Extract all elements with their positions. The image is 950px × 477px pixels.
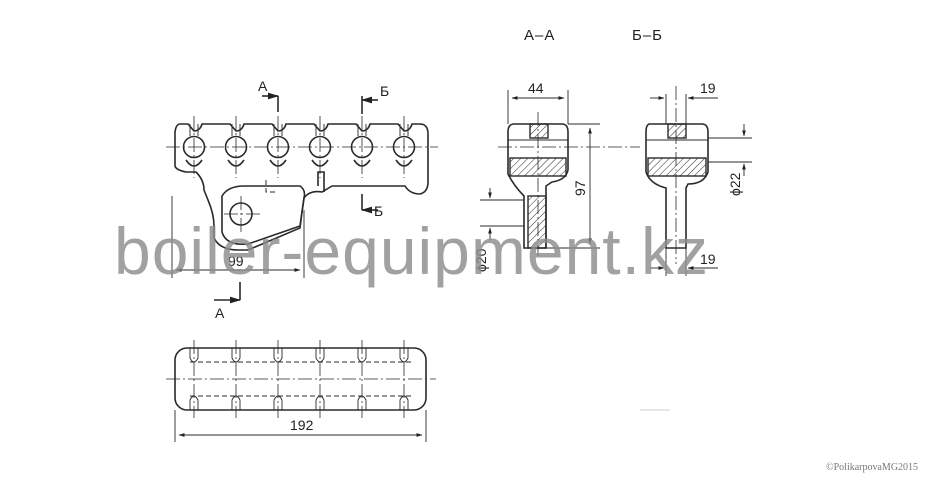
front-bracket-inner (221, 185, 306, 246)
section-a-bottom-label: А (215, 305, 225, 321)
aa-width-dim: 44 (528, 80, 544, 96)
section-aa: А–А 44 97 ϕ20 (473, 27, 640, 272)
aa-diameter-dim: ϕ20 (473, 248, 489, 272)
front-lower-scallops (185, 159, 413, 167)
bb-top-width-dim: 19 (700, 80, 716, 96)
section-bb: Б–Б 19 19 ϕ22 (632, 27, 752, 276)
bb-bottom-width-dim: 19 (700, 251, 716, 267)
section-markers: А А Б Б (214, 78, 389, 321)
section-aa-title: А–А (524, 27, 555, 44)
plan-view: 192 (166, 340, 436, 442)
bb-diameter-dim: ϕ22 (727, 172, 743, 196)
front-slots (189, 124, 409, 136)
section-bb-head (645, 123, 709, 249)
front-dimension: 99 (171, 196, 305, 278)
section-bb-title: Б–Б (632, 27, 663, 44)
aa-height-dim: 97 (572, 180, 588, 196)
front-view-outline (174, 123, 429, 251)
copyright-text: ©PolikarpovaMG2015 (826, 462, 918, 473)
front-height-dim: 99 (228, 253, 244, 269)
front-view (166, 116, 438, 251)
plan-length-dim: 192 (290, 417, 314, 433)
watermark-text: boiler-equipment.kz (114, 214, 709, 288)
section-a-top-label: А (258, 78, 268, 94)
section-b-bottom-label: Б (374, 203, 383, 219)
section-b-top-label: Б (380, 83, 389, 99)
